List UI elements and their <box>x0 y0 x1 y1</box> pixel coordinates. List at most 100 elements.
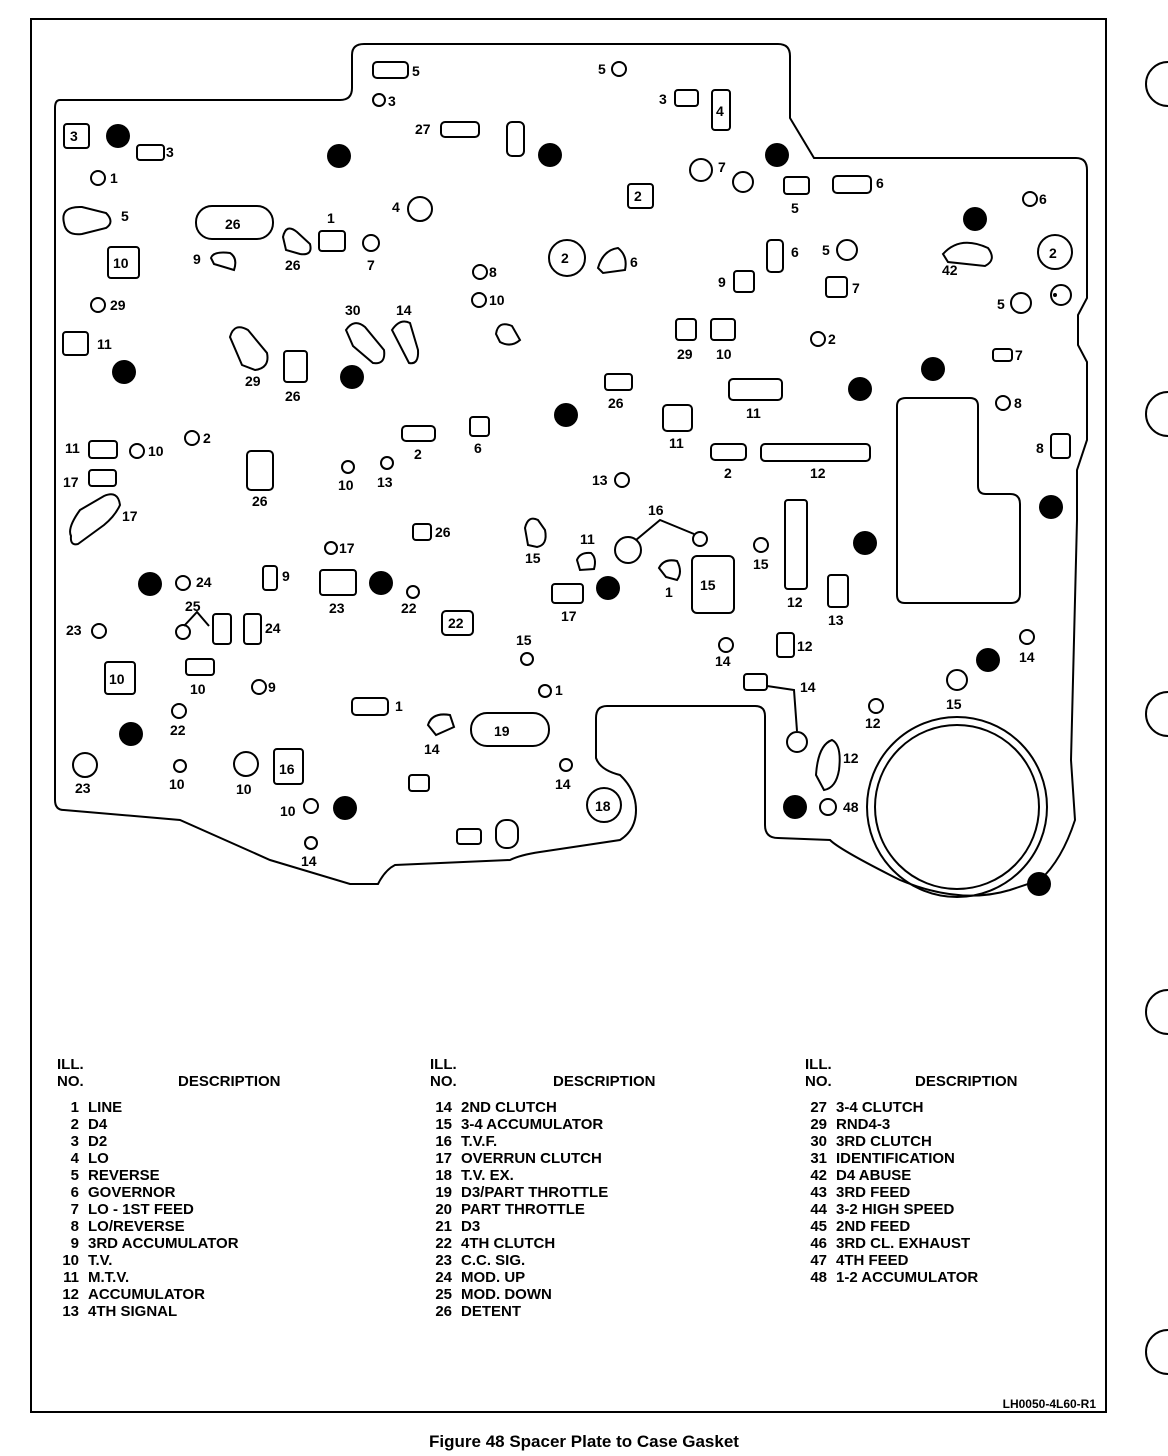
callout: 7 <box>852 280 860 296</box>
callout: 7 <box>718 159 726 175</box>
bolt-hole <box>765 143 789 167</box>
legend-number: 12 <box>62 1286 79 1303</box>
legend-number: 1 <box>70 1099 79 1116</box>
legend-description: MOD. UP <box>461 1269 526 1286</box>
legend-description: OVERRUN CLUTCH <box>461 1150 602 1167</box>
callout: 10 <box>190 681 206 697</box>
binder-hole-icon <box>1145 691 1168 737</box>
callout: 14 <box>424 741 440 757</box>
callout: 25 <box>185 598 201 614</box>
bolt-hole <box>333 796 357 820</box>
legend-row: 10 T.V. <box>57 1252 239 1269</box>
legend-description: 3RD CLUTCH <box>836 1133 932 1150</box>
callout: 11 <box>580 531 595 547</box>
legend-header: ILL. NO. DESCRIPTION <box>430 1056 656 1090</box>
legend-description: T.V. <box>88 1252 113 1269</box>
large-bore <box>874 724 1040 890</box>
callout: 16 <box>279 761 295 777</box>
callout: 14 <box>555 776 571 792</box>
callout: 30 <box>345 302 361 318</box>
callout: 26 <box>608 395 624 411</box>
callout: 8 <box>1014 395 1022 411</box>
legend-header: ILL. NO. DESCRIPTION <box>805 1056 1018 1090</box>
callout: 14 <box>715 653 731 669</box>
legend-number: 10 <box>62 1252 79 1269</box>
legend-number: 47 <box>810 1252 827 1269</box>
callout: 48 <box>843 799 859 815</box>
callout: 13 <box>377 474 393 490</box>
callout: 24 <box>265 620 281 636</box>
callout: 26 <box>285 257 301 273</box>
legend-number: 29 <box>810 1116 827 1133</box>
legend-number: 27 <box>810 1099 827 1116</box>
callout: 2 <box>1049 245 1057 261</box>
legend-number: 26 <box>435 1303 452 1320</box>
callout: 13 <box>828 612 844 628</box>
legend-description: LO <box>88 1150 109 1167</box>
callout: 5 <box>412 63 420 79</box>
callout: 10 <box>113 255 129 271</box>
callout: 15 <box>753 556 769 572</box>
legend-description: 2ND CLUTCH <box>461 1099 557 1116</box>
legend-description: 4TH FEED <box>836 1252 909 1269</box>
bolt-hole <box>1027 872 1051 896</box>
callout: 10 <box>148 443 164 459</box>
callout: 11 <box>65 440 80 456</box>
callout: 24 <box>196 574 212 590</box>
callout: 8 <box>1036 440 1044 456</box>
legend-number: 19 <box>435 1184 452 1201</box>
callout: 29 <box>245 373 261 389</box>
binder-holes <box>1145 61 1168 1375</box>
legend-number: 43 <box>810 1184 827 1201</box>
plate-cutout <box>896 397 1021 604</box>
callout: 11 <box>746 405 761 421</box>
callout: 17 <box>122 508 138 524</box>
legend-description: MOD. DOWN <box>461 1286 552 1303</box>
legend-number: 11 <box>63 1269 79 1286</box>
legend-number: 46 <box>810 1235 827 1252</box>
legend-number: 48 <box>810 1269 827 1286</box>
callout: 22 <box>401 600 417 616</box>
callout: 13 <box>592 472 608 488</box>
callout: 17 <box>339 540 355 556</box>
legend-number: 2 <box>70 1116 79 1133</box>
legend-number: 5 <box>70 1167 79 1184</box>
legend-row: 47 4TH FEED <box>805 1252 978 1269</box>
legend-row: 43 3RD FEED <box>805 1184 978 1201</box>
bolt-hole <box>106 124 130 148</box>
legend-header-description: DESCRIPTION <box>915 1073 1018 1090</box>
legend-description: 4TH CLUTCH <box>461 1235 556 1252</box>
bolt-hole <box>369 571 393 595</box>
bolt-hole <box>853 531 877 555</box>
callout: 2 <box>414 446 422 462</box>
figure-frame <box>30 18 1107 1413</box>
callout: 2 <box>561 250 569 266</box>
legend-number: 20 <box>435 1201 452 1218</box>
callout: 1 <box>110 170 118 186</box>
callout: 6 <box>474 440 482 456</box>
callout: 23 <box>75 780 91 796</box>
callout: 10 <box>489 292 505 308</box>
legend-description: D4 ABUSE <box>836 1167 912 1184</box>
legend-description: D4 <box>88 1116 108 1133</box>
legend-description: 3RD FEED <box>836 1184 911 1201</box>
leader-lines <box>183 518 798 732</box>
legend-description: D3 <box>461 1218 481 1235</box>
callout: 42 <box>942 262 958 278</box>
legend-description: LO - 1ST FEED <box>88 1201 194 1218</box>
legend-number: 24 <box>435 1269 452 1286</box>
bolt-hole <box>783 795 807 819</box>
binder-hole-icon <box>1145 61 1168 107</box>
callout: 12 <box>865 715 881 731</box>
callout: 22 <box>448 615 464 631</box>
